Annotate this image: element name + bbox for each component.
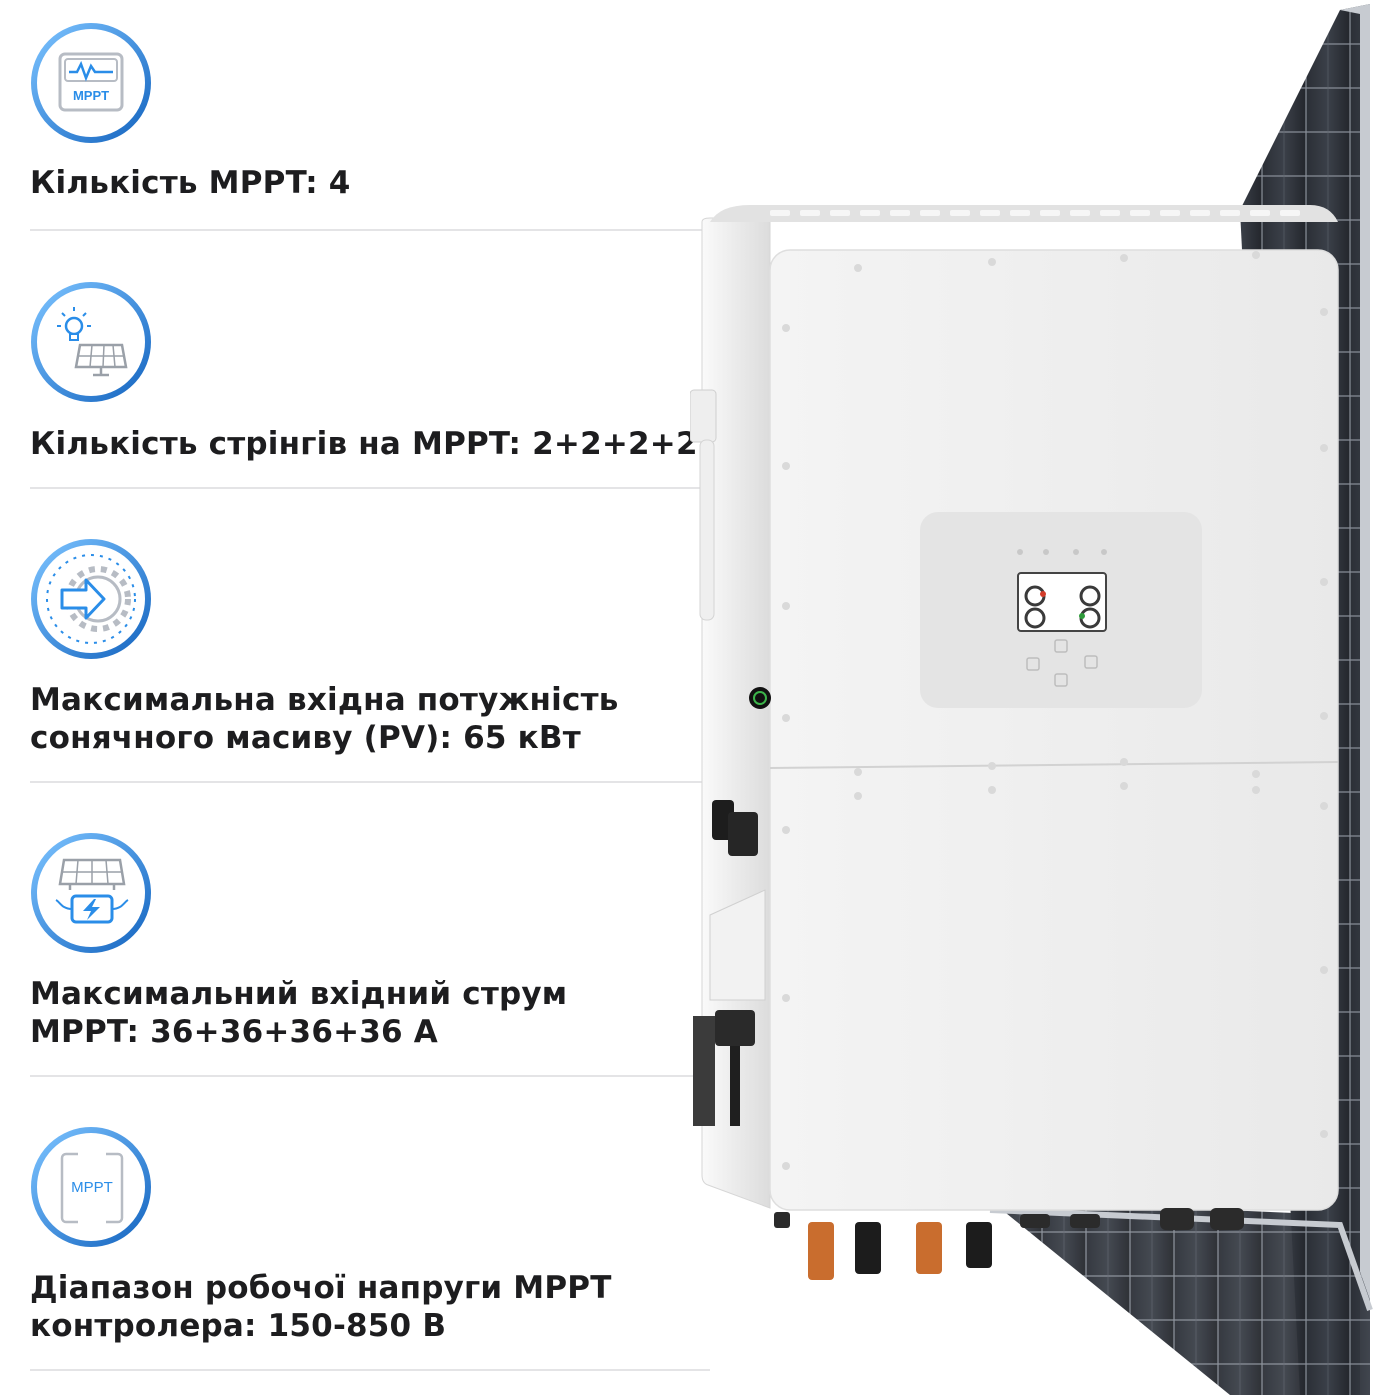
divider	[30, 229, 710, 231]
divider	[30, 1075, 710, 1077]
mppt-icon-label: MPPT	[73, 88, 109, 103]
divider	[30, 781, 710, 783]
spec-item-max-pv-power: Максимальна вхідна потужність сонячного …	[30, 538, 710, 756]
spec-text: Максимальна вхідна потужність сонячного …	[30, 682, 619, 756]
solar-panel-bulb-icon	[30, 281, 152, 403]
spec-text: Діапазон робочої напруги MPPT контролера…	[30, 1270, 612, 1344]
spec-text: Кількість стрінгів на MPPT: 2+2+2+2	[30, 426, 698, 462]
panel-battery-icon	[30, 832, 152, 954]
spec-list: MPPT Кількість MPPT: 4	[30, 22, 710, 1371]
spec-text: Кількість MPPT: 4	[30, 165, 351, 201]
divider	[30, 1369, 710, 1371]
inverter-illustration	[689, 4, 1373, 1395]
divider	[30, 487, 710, 489]
gear-arrow-icon	[30, 538, 152, 660]
product-image	[689, 0, 1400, 1400]
inverter-body	[689, 205, 1339, 1280]
spec-item-max-input-current: Максимальний вхідний струм MPPT: 36+36+3…	[30, 832, 710, 1050]
mppt-icon: MPPT	[30, 22, 152, 144]
spec-item-strings-per-mppt: Кількість стрінгів на MPPT: 2+2+2+2	[30, 281, 710, 481]
spec-item-mppt-count: MPPT Кількість MPPT: 4	[30, 22, 710, 222]
mppt-label: MPPT	[71, 1179, 113, 1196]
spec-item-voltage-range: 150 MPPT 850 Діапазон робочої напруги MP…	[30, 1126, 710, 1346]
voltage-range-icon: 150 MPPT 850	[30, 1126, 152, 1248]
spec-text: Максимальний вхідний струм MPPT: 36+36+3…	[30, 976, 568, 1050]
